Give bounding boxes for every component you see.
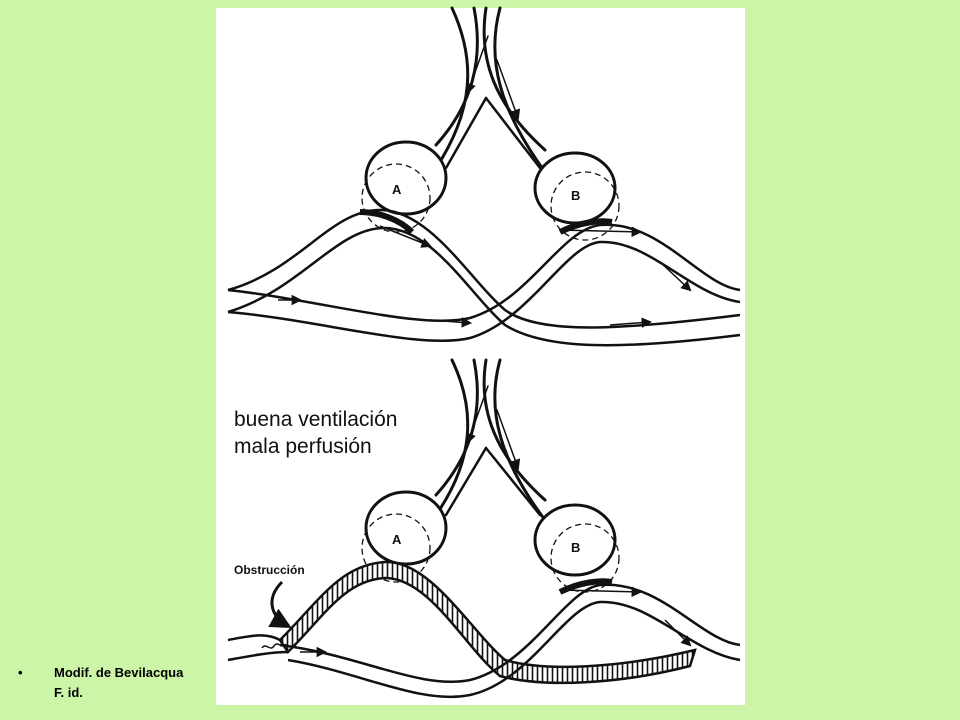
top-panel: A B bbox=[227, 6, 741, 347]
bullet-icon: • bbox=[18, 665, 23, 680]
bottom-alveolus-b-label: B bbox=[571, 540, 580, 555]
top-alveolus-a-label: A bbox=[392, 182, 402, 197]
figure-panel bbox=[216, 8, 745, 705]
obstruction-arrow-icon bbox=[268, 580, 292, 629]
source-credit: • Modif. de Bevilacqua F. id. bbox=[18, 663, 183, 703]
bottom-panel: A B Obstrucción bbox=[227, 358, 741, 699]
annotation-line-2: mala perfusión bbox=[234, 435, 372, 458]
bottom-alveolus-b: B bbox=[533, 503, 620, 593]
annotation: buena ventilación mala perfusión bbox=[234, 406, 397, 460]
obstruction-label: Obstrucción bbox=[234, 563, 305, 577]
top-alveolus-b-label: B bbox=[571, 188, 580, 203]
top-alveolus-a: A bbox=[361, 140, 448, 233]
top-capillaries bbox=[227, 208, 741, 347]
bottom-capillaries bbox=[227, 578, 741, 699]
bottom-alveolus-a: A bbox=[361, 490, 448, 583]
top-airway bbox=[434, 6, 547, 174]
obstruction-pointer: Obstrucción bbox=[234, 563, 305, 629]
bottom-airway bbox=[434, 358, 547, 522]
bottom-alveolus-a-label: A bbox=[392, 532, 402, 547]
annotation-line-1: buena ventilación bbox=[234, 408, 398, 431]
obstructed-capillary bbox=[278, 560, 697, 685]
credit-line-2: F. id. bbox=[54, 685, 83, 700]
credit-line-1: Modif. de Bevilacqua bbox=[54, 665, 184, 680]
